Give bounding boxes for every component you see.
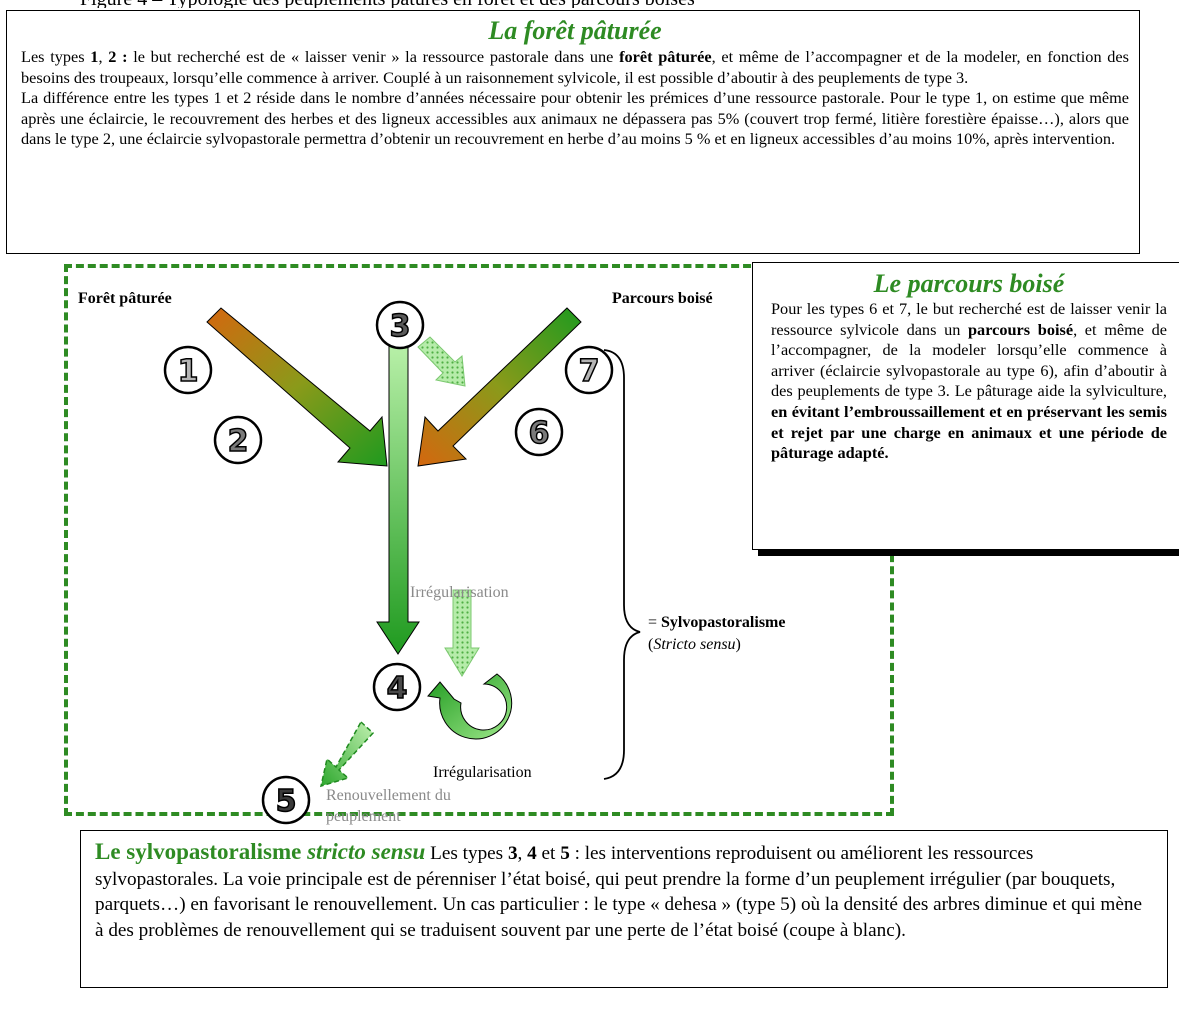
text-run: , et même de l’accompagner et de la mode… [21, 47, 1129, 87]
sylvopastoralisme-bold: Sylvopastoralisme [661, 614, 786, 631]
foret-paturee-paragraph-1: Les types 1, 2 : le but recherché est de… [21, 47, 1129, 88]
text-run: Les types [21, 47, 91, 66]
label-foret-paturee: Forêt pâturée [78, 290, 172, 307]
label-sylvopastoralisme: = Sylvopastoralisme [648, 614, 785, 632]
foret-paturee-title: La forêt pâturée [488, 16, 662, 45]
text-run: , [98, 47, 109, 66]
label-irregularisation-gray: Irrégularisation [410, 584, 509, 601]
type-3-bold: 3 [507, 843, 518, 864]
svg-text:1: 1 [178, 354, 199, 389]
svg-text:5: 5 [276, 784, 297, 819]
type-1-bold: 1 [90, 47, 99, 66]
type-5-bold: 5 [560, 843, 570, 864]
stricto-sensu-lead: stricto sensu [307, 839, 426, 864]
text-run: , et même de l’accompagner, de la modele… [771, 319, 1167, 401]
arrow-type3-to-type4 [376, 344, 420, 655]
text-run: Les types [425, 843, 508, 864]
text-run: et [536, 843, 561, 864]
sylvopastoralisme-box: Le sylvopastoralisme stricto sensu Les t… [80, 830, 1168, 988]
svg-text:4: 4 [387, 671, 408, 706]
header-fragment-text: Figure 4 – Typologie des peuplements pât… [80, 0, 695, 8]
parcours-boise-bold: parcours boisé [968, 319, 1074, 339]
text-run: le but recherché est de « laisser venir … [127, 47, 620, 66]
type-2-badge: 2 [213, 415, 263, 465]
label-stricto-sensu: (Stricto sensu) [648, 636, 741, 654]
sylvopastoralisme-paragraph: Le sylvopastoralisme stricto sensu Les t… [95, 839, 1155, 943]
circular-arrow [427, 673, 513, 740]
type-7-badge: 7 [564, 345, 614, 395]
equals-sign: = [648, 614, 662, 631]
dotted-arrow-type3-irreg [417, 336, 466, 387]
svg-text:6: 6 [529, 416, 550, 451]
parcours-boise-box: Le parcours boisé Pour les types 6 et 7,… [752, 262, 1179, 550]
label-renouvellement-1: Renouvellement du [326, 787, 451, 804]
type-4-badge: 4 [372, 662, 422, 712]
type-3-badge: 3 [375, 300, 425, 350]
svg-text:3: 3 [390, 309, 411, 344]
svg-text:2: 2 [228, 424, 249, 459]
type-1-badge: 1 [163, 345, 213, 395]
type-4-bold: 4 [527, 843, 537, 864]
brace [603, 349, 641, 780]
arrow-foret-to-type3 [206, 307, 388, 467]
type-2-bold: 2 : [108, 47, 128, 66]
foret-paturee-bold: forêt pâturée [619, 47, 712, 66]
label-parcours-boise: Parcours boisé [612, 290, 713, 307]
label-renouvellement-2: peuplement [326, 808, 401, 825]
svg-text:7: 7 [579, 354, 600, 389]
stricto-sensu-italic: Stricto sensu [653, 636, 736, 653]
type-6-badge: 6 [514, 407, 564, 457]
parcours-boise-title: Le parcours boisé [873, 269, 1065, 298]
foret-paturee-box: La forêt pâturée Les types 1, 2 : le but… [6, 10, 1140, 254]
sylvopastoralisme-lead: Le sylvopastoralisme [95, 839, 308, 864]
foret-paturee-paragraph-2: La différence entre les types 1 et 2 rés… [21, 88, 1129, 148]
arrow-type4-to-type5 [319, 720, 375, 788]
label-irregularisation: Irrégularisation [433, 764, 532, 781]
header-fragment: Figure 4 – Typologie des peuplements pât… [0, 0, 1179, 8]
text-run: : les interventions reproduisent ou amél… [95, 843, 1142, 941]
text-run: Pour les types 6 et 7, le but recherché … [771, 299, 1167, 339]
paturage-bold: en évitant l’embroussaillement et en pré… [771, 401, 1167, 463]
type-5-badge: 5 [261, 775, 311, 825]
paren-open: ( [648, 636, 654, 653]
text-run: , [517, 843, 528, 864]
parcours-boise-paragraph: Pour les types 6 et 7, le but recherché … [771, 299, 1167, 464]
dotted-arrow-irreg-type4 [444, 589, 480, 677]
paren-close: ) [735, 636, 741, 653]
arrow-parcours-to-type3 [417, 307, 582, 467]
